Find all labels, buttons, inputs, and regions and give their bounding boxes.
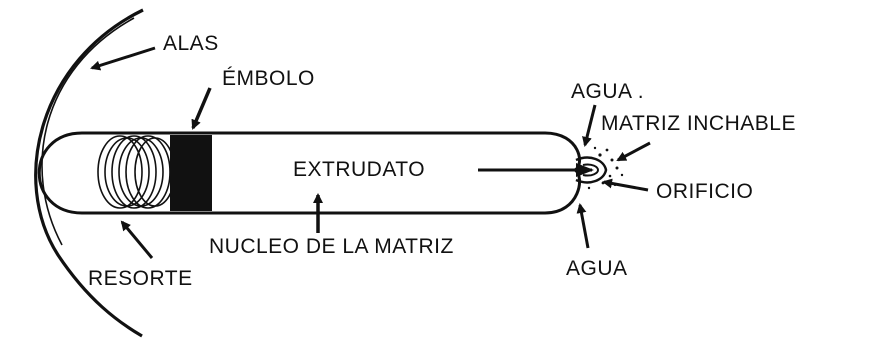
arrow-agua-bottom — [576, 203, 590, 249]
label-agua-top: AGUA . — [571, 80, 644, 103]
label-extrudato: EXTRUDATO — [293, 158, 425, 181]
arrow-orificio — [602, 178, 649, 192]
label-agua-bottom: AGUA — [566, 257, 628, 280]
label-orificio: ORIFICIO — [656, 180, 753, 203]
arrow-matriz-inchable — [616, 141, 651, 162]
arrow-alas — [90, 46, 156, 71]
arrow-agua-top — [582, 104, 597, 147]
arrow-resorte — [120, 220, 154, 259]
label-resorte: RESORTE — [88, 267, 193, 290]
label-embolo: ÉMBOLO — [222, 67, 315, 90]
spring-coil — [97, 135, 176, 209]
label-matriz-inchable: MATRIZ INCHABLE — [601, 112, 796, 135]
arrow-embolo — [191, 87, 212, 130]
device-body — [37, 131, 582, 215]
label-alas: ALAS — [163, 32, 219, 55]
wing-shape — [34, 8, 144, 338]
label-nucleo: NUCLEO DE LA MATRIZ — [209, 235, 454, 258]
plunger-block — [170, 135, 212, 211]
